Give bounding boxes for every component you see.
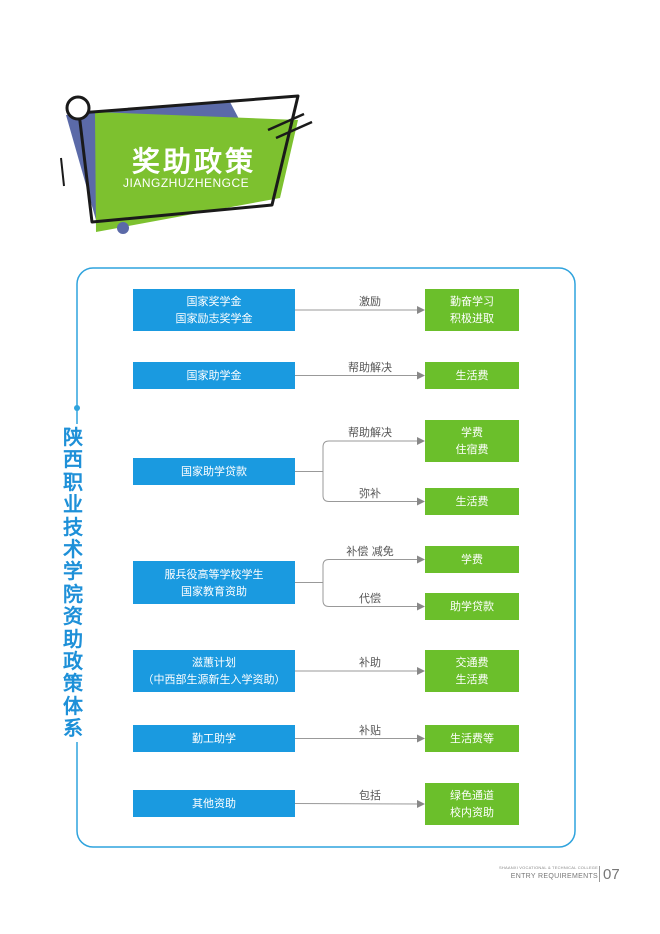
- page-title: 奖助政策: [132, 145, 257, 178]
- target-node: 生活费: [425, 362, 519, 389]
- target-node: 助学贷款: [425, 593, 519, 620]
- footer-college: SHAANXI VOCATIONAL & TECHNICAL COLLEGE: [499, 865, 598, 870]
- edge-label: 补助: [359, 656, 381, 669]
- source-node: 勤工助学: [133, 725, 295, 752]
- edge-label: 代偿: [359, 591, 381, 605]
- edge-label: 帮助解决: [348, 360, 392, 374]
- connector-branch: [322, 437, 425, 472]
- header-slash-icon: [275, 120, 313, 140]
- header-tick-icon: [60, 157, 65, 187]
- edge-label: 帮助解决: [348, 426, 392, 439]
- target-node: 绿色通道 校内资助: [425, 783, 519, 825]
- edge-label: 包括: [359, 789, 381, 802]
- side-title: 陕西职业技术学院资助政策体系: [60, 424, 86, 742]
- source-node: 国家助学金: [133, 362, 295, 389]
- target-node: 学费: [425, 546, 519, 573]
- target-node: 生活费等: [425, 725, 519, 752]
- connector-branch: [322, 555, 425, 583]
- edge-label: 弥补: [359, 486, 381, 500]
- connector-arrow: [294, 799, 425, 808]
- source-node: 国家助学贷款: [133, 458, 295, 485]
- target-node: 生活费: [425, 488, 519, 515]
- target-node: 交通费 生活费: [425, 650, 519, 692]
- frame-dot-top-icon: [74, 405, 80, 411]
- target-node: 学费 住宿费: [425, 420, 519, 462]
- header-slash-icon: [267, 112, 305, 132]
- source-node: 服兵役高等学校学生 国家教育资助: [133, 561, 295, 604]
- edge-label: 补偿 减免: [346, 544, 394, 558]
- header-ring-icon: [65, 95, 91, 121]
- footer-section: ENTRY REQUIREMENTS: [510, 873, 598, 880]
- target-node: 勤奋学习 积极进取: [425, 289, 519, 331]
- edge-label: 补贴: [359, 723, 381, 737]
- source-node: 滋蕙计划 （中西部生源新生入学资助）: [133, 650, 295, 692]
- edge-label: 激励: [359, 295, 381, 308]
- source-node: 其他资助: [133, 790, 295, 817]
- connector-branch: [322, 582, 425, 611]
- footer-divider: [599, 866, 600, 882]
- header-decoration: [60, 94, 313, 234]
- connector-branch: [322, 471, 425, 506]
- page-number: 07: [603, 866, 620, 883]
- page-subtitle: JIANGZHUZHENGCE: [123, 176, 250, 190]
- header-outline: [77, 94, 300, 224]
- header-dot-icon: [117, 222, 129, 234]
- header-green-shape: [95, 112, 298, 232]
- source-node: 国家奖学金 国家励志奖学金: [133, 289, 295, 331]
